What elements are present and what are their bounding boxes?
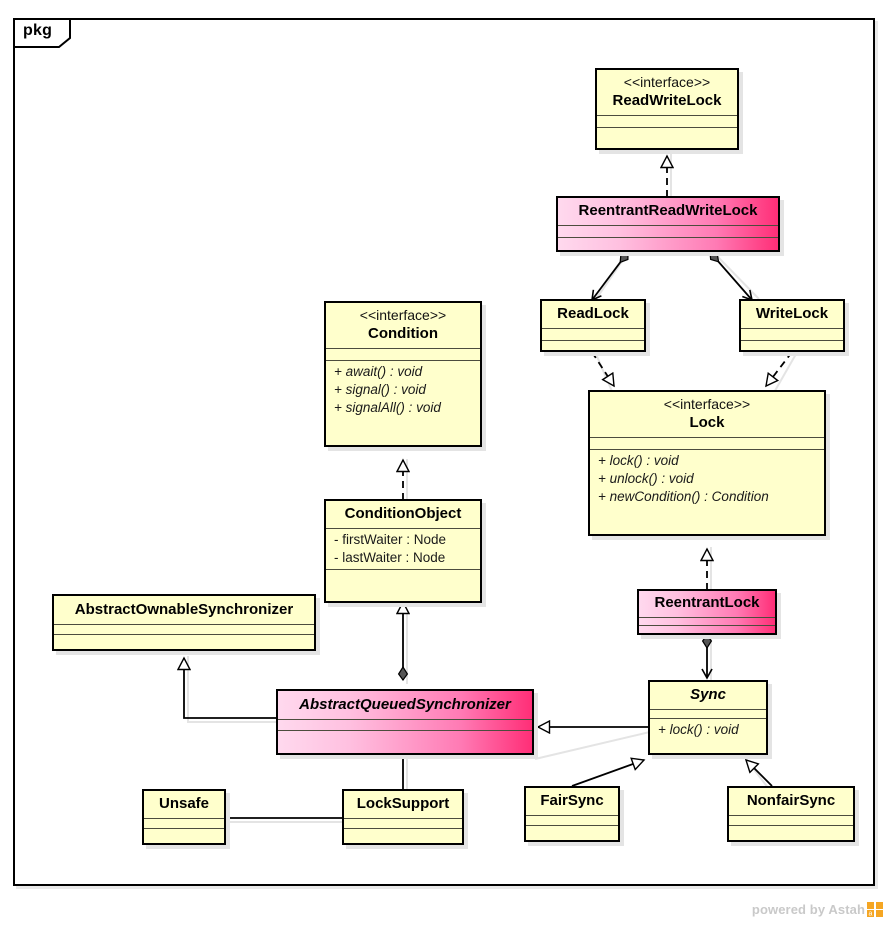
operation-item: + await() : void: [334, 364, 423, 379]
class-reentrantreadwritelock[interactable]: ReentrantReadWriteLock: [556, 196, 780, 252]
operation-item: + unlock() : void: [598, 471, 694, 486]
package-tab-shape: [13, 18, 71, 48]
class-header: NonfairSync: [729, 788, 853, 816]
class-name: ConditionObject: [344, 505, 462, 522]
class-header: WriteLock: [741, 301, 843, 329]
class-header: AbstractOwnableSynchronizer: [54, 596, 314, 625]
class-name: NonfairSync: [746, 792, 836, 809]
operation-item: + lock() : void: [658, 722, 739, 737]
operations-compartment: [542, 341, 644, 353]
class-fairsync[interactable]: FairSync: [524, 786, 620, 842]
attributes-compartment: [597, 116, 737, 128]
class-name: Unsafe: [158, 795, 210, 812]
class-header: Unsafe: [144, 791, 224, 819]
operations-compartment: [729, 826, 853, 836]
class-condition[interactable]: <<interface>> Condition + await() : void…: [324, 301, 482, 447]
attributes-compartment: [650, 710, 766, 719]
class-name: ReadWriteLock: [612, 92, 722, 109]
package-tab-label: pkg: [23, 22, 53, 39]
attributes-compartment: - firstWaiter : Node - lastWaiter : Node: [326, 529, 480, 570]
operations-compartment: [597, 128, 737, 140]
class-nonfairsync[interactable]: NonfairSync: [727, 786, 855, 842]
attributes-compartment: [729, 816, 853, 826]
class-name: WriteLock: [755, 305, 829, 322]
operations-compartment: [278, 731, 532, 742]
class-writelock[interactable]: WriteLock: [739, 299, 845, 352]
class-stereotype: <<interface>>: [663, 396, 751, 412]
operations-compartment: [54, 635, 314, 645]
attribute-item: - firstWaiter : Node: [334, 532, 447, 547]
class-readwritelock[interactable]: <<interface>> ReadWriteLock: [595, 68, 739, 150]
attributes-compartment: [526, 816, 618, 826]
class-header: ReentrantLock: [639, 591, 775, 618]
class-stereotype: <<interface>>: [623, 74, 711, 90]
attributes-compartment: [590, 438, 824, 450]
operations-compartment: [326, 570, 480, 582]
operations-compartment: + lock() : void: [650, 719, 766, 741]
attributes-compartment: [326, 349, 480, 361]
class-header: ReentrantReadWriteLock: [558, 198, 778, 226]
class-unsafe[interactable]: Unsafe: [142, 789, 226, 845]
attributes-compartment: [144, 819, 224, 829]
class-header: ReadLock: [542, 301, 644, 329]
svg-text:a: a: [869, 911, 873, 918]
attributes-compartment: [278, 720, 532, 731]
class-name: ReentrantLock: [654, 594, 760, 611]
class-abstractownablesynchronizer[interactable]: AbstractOwnableSynchronizer: [52, 594, 316, 651]
class-name: ReadLock: [557, 305, 629, 322]
operations-compartment: + lock() : void + unlock() : void + newC…: [590, 450, 824, 508]
class-name: AbstractOwnableSynchronizer: [74, 601, 294, 618]
class-abstractqueuedsynchronizer[interactable]: AbstractQueuedSynchronizer: [276, 689, 534, 755]
class-header: <<interface>> Condition: [326, 303, 480, 349]
class-sync[interactable]: Sync + lock() : void: [648, 680, 768, 755]
class-reentrantlock[interactable]: ReentrantLock: [637, 589, 777, 635]
package-tab: pkg: [13, 18, 71, 48]
watermark: powered by Astah a: [751, 902, 883, 918]
class-conditionobject[interactable]: ConditionObject - firstWaiter : Node - l…: [324, 499, 482, 603]
class-stereotype: <<interface>>: [359, 307, 447, 323]
class-name: ReentrantReadWriteLock: [578, 202, 758, 219]
class-header: LockSupport: [344, 791, 462, 819]
attribute-item: - lastWaiter : Node: [334, 550, 446, 565]
operation-item: + lock() : void: [598, 453, 679, 468]
astah-logo-icon: a: [867, 902, 883, 918]
class-name: Sync: [690, 686, 726, 703]
operations-compartment: [144, 829, 224, 839]
class-header: <<interface>> ReadWriteLock: [597, 70, 737, 116]
operations-compartment: [558, 238, 778, 250]
class-header: ConditionObject: [326, 501, 480, 529]
class-header: <<interface>> Lock: [590, 392, 824, 438]
attributes-compartment: [741, 329, 843, 341]
class-header: FairSync: [526, 788, 618, 816]
attributes-compartment: [558, 226, 778, 238]
class-name: Condition: [368, 325, 438, 342]
operation-item: + signal() : void: [334, 382, 426, 397]
attributes-compartment: [344, 819, 462, 829]
operations-compartment: [526, 826, 618, 836]
operation-item: + newCondition() : Condition: [598, 489, 769, 504]
class-readlock[interactable]: ReadLock: [540, 299, 646, 352]
class-name: Lock: [689, 414, 725, 431]
operations-compartment: [344, 829, 462, 839]
class-name: LockSupport: [356, 795, 450, 812]
class-lock[interactable]: <<interface>> Lock + lock() : void + unl…: [588, 390, 826, 536]
attributes-compartment: [54, 625, 314, 635]
attributes-compartment: [542, 329, 644, 341]
attributes-compartment: [639, 618, 775, 626]
class-name: FairSync: [540, 792, 604, 809]
watermark-text: powered by Astah: [751, 902, 865, 917]
operations-compartment: [741, 341, 843, 353]
class-header: AbstractQueuedSynchronizer: [278, 691, 532, 720]
operations-compartment: [639, 626, 775, 634]
operations-compartment: + await() : void + signal() : void + sig…: [326, 361, 480, 419]
class-name: AbstractQueuedSynchronizer: [299, 696, 511, 713]
operation-item: + signalAll() : void: [334, 400, 441, 415]
class-header: Sync: [650, 682, 766, 710]
class-locksupport[interactable]: LockSupport: [342, 789, 464, 845]
